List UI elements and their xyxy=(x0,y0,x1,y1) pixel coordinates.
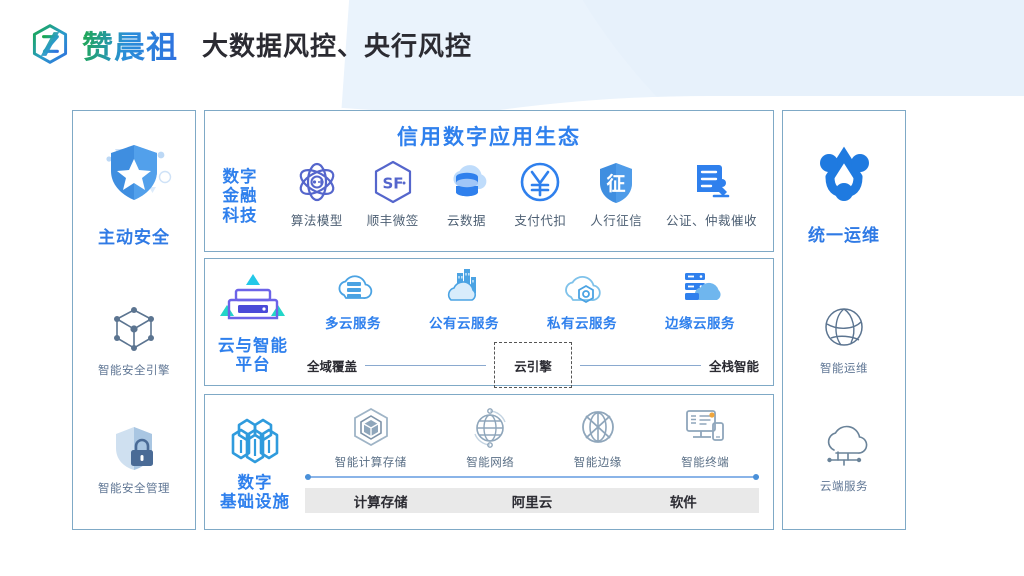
cloud-database-icon xyxy=(452,165,486,197)
tile-label: 人行征信 xyxy=(590,213,643,228)
row-label-line: 科技 xyxy=(222,205,258,225)
cloud-platform-panel: 云与智能 平台 多云服务 xyxy=(204,258,774,388)
sidebar-item-intelligent-ops[interactable]: 智能运维 xyxy=(819,302,869,376)
infrastructure-bar: 计算存储 阿里云 软件 xyxy=(305,488,759,513)
tile-cloud-data[interactable]: 云数据 xyxy=(443,159,491,229)
row-label-line: 云与智能 xyxy=(218,335,288,355)
tile-label: 算法模型 xyxy=(290,213,343,228)
tile-sf-micro-sign[interactable]: SF 顺丰微签 xyxy=(367,159,419,229)
globe-icon xyxy=(825,308,863,346)
connector-line-right xyxy=(580,364,701,366)
sidebar-item-cloud-services[interactable]: 云端服务 xyxy=(818,420,870,494)
document-stamp-icon xyxy=(696,165,729,198)
three-cubes-icon xyxy=(231,418,279,463)
sidebar-item-label: 智能运维 xyxy=(820,361,868,375)
sidebar-item-label: 智能安全引擎 xyxy=(98,363,170,377)
tile-label: 公证、仲裁催收 xyxy=(666,213,758,228)
ecosystem-panel: 信用数字应用生态 数字 金融 科技 xyxy=(204,110,774,252)
tile-edge-cloud[interactable]: 边缘云服务 xyxy=(665,267,735,332)
ecosystem-title: 信用数字应用生态 xyxy=(397,125,581,149)
tile-label: 智能边缘 xyxy=(573,455,622,469)
cloud-connector-row: 全域覆盖 云引擎 全栈智能 xyxy=(301,342,759,388)
atom-icon xyxy=(299,162,335,202)
ecosystem-row-label: 数字 金融 科技 xyxy=(205,159,275,225)
bar-item: 阿里云 xyxy=(511,494,553,511)
tile-intelligent-terminal[interactable]: 智能终端 xyxy=(681,405,729,470)
sidebar-item-label: 云端服务 xyxy=(820,479,868,493)
tile-label: 智能计算存储 xyxy=(334,455,407,469)
cube-layers-icon xyxy=(353,407,388,447)
yuan-circle-icon xyxy=(521,162,560,202)
tile-notarization-arbitration[interactable]: 公证、仲裁催收 xyxy=(666,159,757,229)
tile-multi-cloud[interactable]: 多云服务 xyxy=(325,267,381,332)
row-label-line: 数字 xyxy=(237,472,273,492)
axis-dot-left xyxy=(305,474,311,480)
tile-label: 智能网络 xyxy=(466,455,515,469)
edge-server-cloud-icon xyxy=(685,273,721,300)
connector-line-left xyxy=(365,364,486,366)
tile-label: 边缘云服务 xyxy=(665,316,735,332)
svg-text:征: 征 xyxy=(607,172,626,195)
triangle-nodes-icon xyxy=(820,146,869,201)
tile-label: 顺丰微签 xyxy=(366,213,419,228)
row-label-line: 平台 xyxy=(235,355,271,374)
bar-item: 计算存储 xyxy=(353,494,408,511)
tile-public-cloud[interactable]: 公有云服务 xyxy=(429,267,499,332)
tile-label: 智能终端 xyxy=(681,455,730,469)
globe-wire-icon xyxy=(474,408,506,448)
tile-pboc-credit[interactable]: 征 人行征信 xyxy=(590,159,642,229)
sidebar-item-label: 智能安全管理 xyxy=(98,481,170,495)
tile-label: 公有云服务 xyxy=(429,316,499,332)
edge-circle-icon xyxy=(581,411,614,443)
bar-item: 软件 xyxy=(669,494,697,511)
cloud-circuit-icon xyxy=(827,425,868,466)
page-title: 大数据风控、央行风控 xyxy=(202,31,473,62)
tile-payment-deduction[interactable]: 支付代扣 xyxy=(514,159,566,229)
server-printer-icon xyxy=(220,273,285,319)
tile-intelligent-network[interactable]: 智能网络 xyxy=(466,405,514,470)
infrastructure-panel: 数字 基础设施 智能计算存储 xyxy=(204,394,774,530)
sidebar-item-intelligent-security-management[interactable]: 智能安全管理 xyxy=(98,422,170,496)
shield-star-icon xyxy=(106,145,172,200)
left-hero-title: 主动安全 xyxy=(98,228,170,248)
row-label-line: 金融 xyxy=(222,186,258,206)
infrastructure-row-label: 数字 基础设施 xyxy=(205,395,305,529)
slide-header: 赞晨祖 大数据风控、央行风控 xyxy=(0,0,1024,88)
cloud-gear-icon xyxy=(565,276,601,304)
cloud-stack-icon xyxy=(338,275,373,299)
cloud-engine-box[interactable]: 云引擎 xyxy=(494,342,572,388)
connector-left-text: 全域覆盖 xyxy=(307,358,358,374)
sf-hexagon-icon: SF xyxy=(374,160,411,204)
cloud-platform-row-label: 云与智能 平台 xyxy=(205,259,301,385)
shield-lock-icon xyxy=(116,427,153,470)
right-hero-title: 统一运维 xyxy=(808,226,880,246)
tile-label: 多云服务 xyxy=(325,316,381,332)
cloud-engine-label: 云引擎 xyxy=(514,358,552,374)
brand-logo: 赞晨祖 xyxy=(28,22,178,67)
left-hero: 主动安全 xyxy=(95,137,173,248)
shield-zheng-icon: 征 xyxy=(600,163,633,203)
tile-label: 支付代扣 xyxy=(514,213,567,228)
tile-label: 云数据 xyxy=(447,213,487,228)
infrastructure-axis xyxy=(305,474,759,480)
right-hero: 统一运维 xyxy=(808,137,880,246)
brand-name: 赞晨祖 xyxy=(82,22,178,67)
row-label-line: 基础设施 xyxy=(220,492,290,511)
monitor-device-icon xyxy=(686,410,725,441)
tile-label: 私有云服务 xyxy=(547,316,617,332)
connector-right-text: 全栈智能 xyxy=(708,358,759,374)
tile-intelligent-compute-storage[interactable]: 智能计算存储 xyxy=(335,405,407,470)
right-sidebar-panel: 统一运维 智能运维 xyxy=(782,110,906,530)
hexagon-z-logo-icon xyxy=(32,24,68,64)
svg-text:SF: SF xyxy=(382,175,403,193)
axis-dot-right xyxy=(753,474,759,480)
tile-intelligent-edge[interactable]: 智能边缘 xyxy=(574,405,622,470)
sidebar-item-intelligent-security-engine[interactable]: 智能安全引擎 xyxy=(98,304,170,378)
tile-private-cloud[interactable]: 私有云服务 xyxy=(547,267,617,332)
tile-algorithm-model[interactable]: 算法模型 xyxy=(291,159,343,229)
left-sidebar-panel: 主动安全 智能安全引擎 xyxy=(72,110,196,530)
cube-network-icon xyxy=(114,307,154,351)
row-label-line: 数字 xyxy=(222,167,258,186)
city-cloud-icon xyxy=(447,269,477,301)
